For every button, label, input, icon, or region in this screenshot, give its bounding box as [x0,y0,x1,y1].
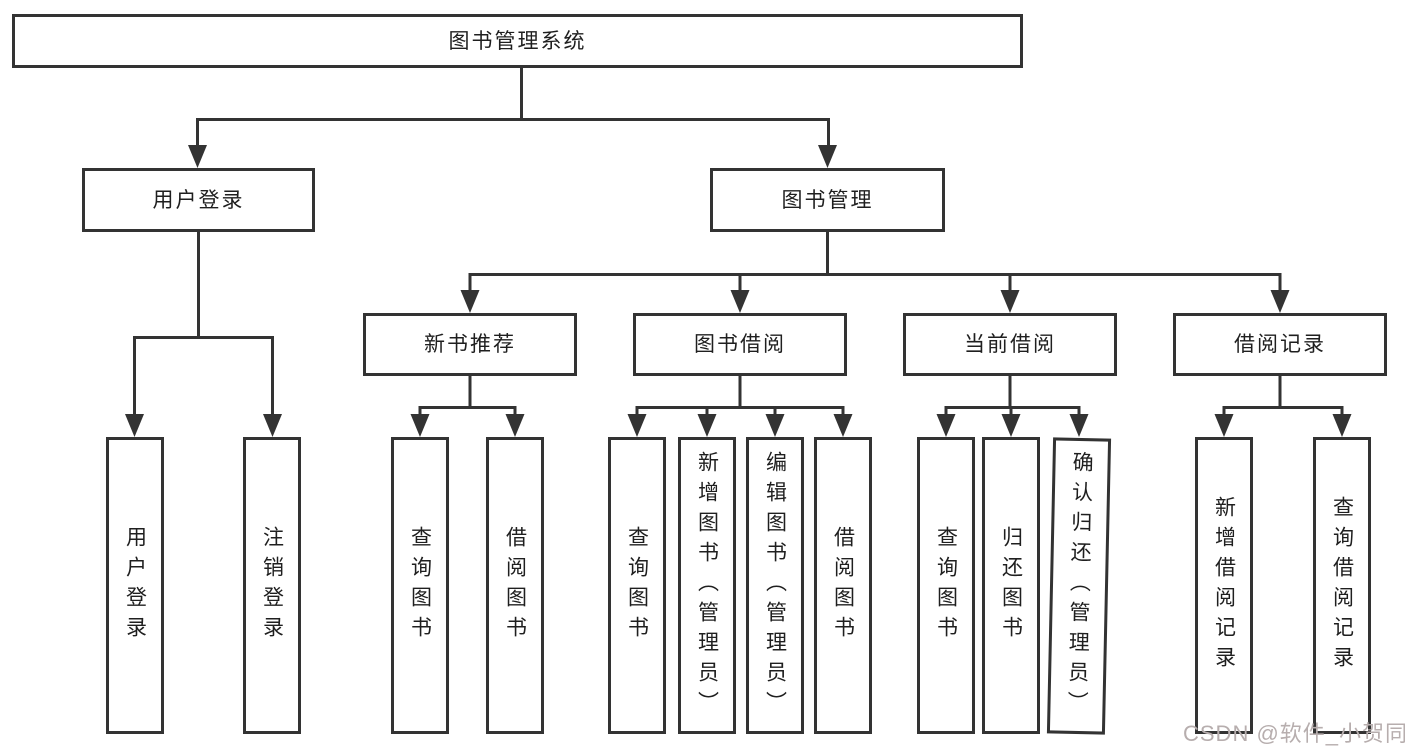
node-add-borrow-record: 新增借阅记录 [1195,437,1253,734]
node-label: 归还图书 [999,525,1023,646]
node-label: 查询图书 [408,525,432,646]
node-label: 借阅记录 [1234,333,1326,356]
node-label: 图书管理系统 [448,29,587,53]
node-label: 当前借阅 [964,333,1056,356]
node-label: 新书推荐 [424,333,516,356]
watermark-text: CSDN @软件_小贺同学 [1183,721,1405,746]
node-book-management: 图书管理 [710,168,945,232]
arrow-down-icon [460,290,480,313]
node-confirm-return-admin: 确认归还（管理员） [1046,437,1112,735]
node-label: 借阅图书 [831,525,855,646]
node-query-borrow-record: 查询借阅记录 [1313,437,1371,734]
node-label: 确认归还（管理员） [1064,450,1094,722]
node-label: 图书借阅 [694,333,786,356]
arrow-down-icon [188,145,207,168]
arrow-down-icon [1270,290,1290,313]
node-label: 查询图书 [934,525,958,646]
node-label: 用户登录 [123,525,147,646]
arrow-down-icon [1000,290,1020,313]
arrow-down-icon [936,414,956,437]
node-label: 用户登录 [152,188,245,212]
arrow-down-icon [1069,414,1089,437]
node-label: 查询借阅记录 [1330,495,1354,676]
node-label: 注销登录 [260,525,284,646]
node-current-borrow: 当前借阅 [903,313,1117,376]
arrow-down-icon [410,414,430,437]
node-root-system: 图书管理系统 [12,14,1023,68]
arrow-down-icon [765,414,785,437]
node-add-books-admin: 新增图书（管理员） [678,437,736,734]
arrow-down-icon [1214,414,1234,437]
node-query-books-3: 查询图书 [917,437,975,734]
connector-path [133,68,1344,419]
node-new-book-recommend: 新书推荐 [363,313,577,376]
node-borrow-records: 借阅记录 [1173,313,1387,376]
arrow-down-icon [263,414,282,437]
node-label: 借阅图书 [503,525,527,646]
node-label: 查询图书 [625,525,649,646]
node-query-books-1: 查询图书 [391,437,449,734]
node-borrow-books-2: 借阅图书 [814,437,872,734]
node-label: 编辑图书（管理员） [763,450,787,721]
node-edit-books-admin: 编辑图书（管理员） [746,437,804,734]
arrow-down-icon [125,414,144,437]
arrow-down-icon [1332,414,1352,437]
node-label: 图书管理 [781,188,874,212]
node-book-borrow: 图书借阅 [633,313,847,376]
node-return-books: 归还图书 [982,437,1040,734]
node-borrow-books-1: 借阅图书 [486,437,544,734]
arrow-down-icon [697,414,717,437]
node-user-login-action: 用户登录 [106,437,164,734]
arrow-down-icon [1001,414,1021,437]
node-user-login: 用户登录 [82,168,315,232]
arrow-down-icon [833,414,853,437]
arrow-down-icon [818,145,837,168]
arrow-down-icon [730,290,750,313]
arrow-down-icon [627,414,647,437]
arrow-down-icon [505,414,525,437]
node-logout: 注销登录 [243,437,301,734]
node-query-books-2: 查询图书 [608,437,666,734]
node-label: 新增图书（管理员） [695,450,719,721]
node-label: 新增借阅记录 [1212,495,1236,676]
